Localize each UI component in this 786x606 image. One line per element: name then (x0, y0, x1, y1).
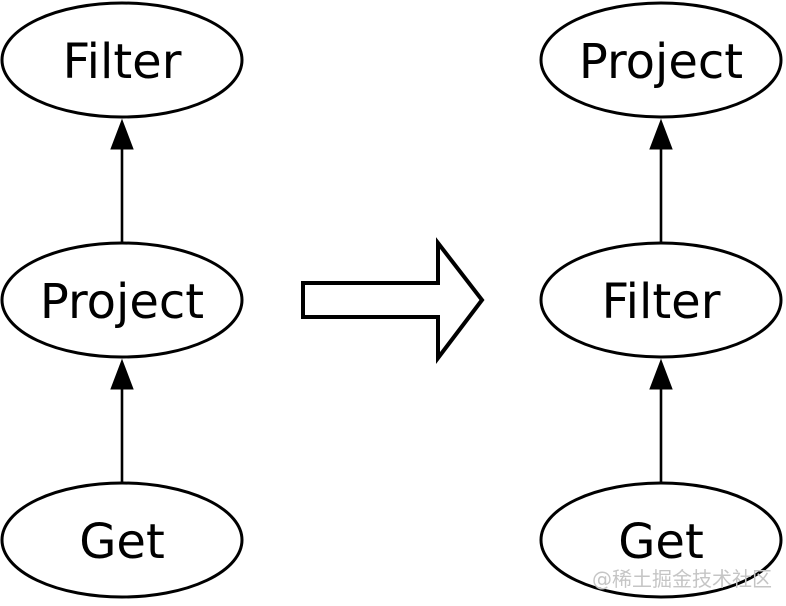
node-ellipse (0, 1, 244, 119)
left-node-project: Project (0, 241, 244, 359)
node-label: Get (618, 514, 704, 570)
watermark-text: @稀土掘金技术社区 (592, 567, 772, 591)
arrowhead-up-icon (649, 358, 673, 390)
node-label: Filter (602, 274, 721, 330)
node-label: Project (579, 34, 743, 90)
left-edge-project-filter (110, 118, 134, 242)
node-ellipse (539, 1, 783, 119)
node-label: Filter (63, 34, 182, 90)
arrowhead-up-icon (649, 118, 673, 150)
node-ellipse (539, 241, 783, 359)
right-node-filter: Filter (539, 241, 783, 359)
node-label: Get (79, 514, 165, 570)
node-ellipse (0, 481, 244, 599)
node-ellipse (539, 481, 783, 599)
arrowhead-up-icon (110, 358, 134, 390)
transform-arrow-icon (301, 237, 485, 364)
left-edge-get-project (110, 358, 134, 482)
right-edge-get-filter (649, 358, 673, 482)
left-chain: Filter Project Get (0, 1, 244, 599)
left-node-get: Get (0, 481, 244, 599)
node-label: Project (40, 274, 204, 330)
right-chain: Project Filter Get (539, 1, 783, 599)
right-edge-filter-project (649, 118, 673, 242)
node-ellipse (0, 241, 244, 359)
arrowhead-up-icon (110, 118, 134, 150)
left-node-filter: Filter (0, 1, 244, 119)
right-node-project: Project (539, 1, 783, 119)
right-node-get: Get (539, 481, 783, 599)
